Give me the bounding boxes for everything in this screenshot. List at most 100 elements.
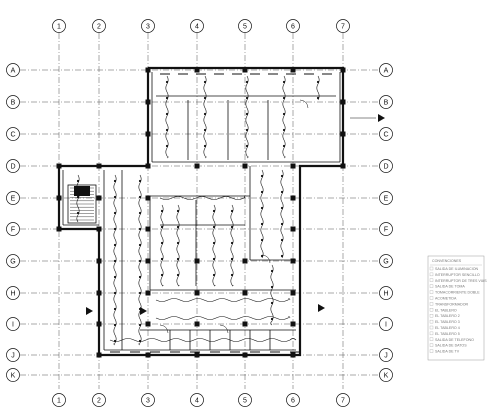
grid-bubble <box>6 159 20 173</box>
grid-label-col: 4 <box>195 24 199 31</box>
door-swing <box>261 254 271 264</box>
grid-label-row: A <box>384 68 389 75</box>
outlet-symbol <box>165 144 169 148</box>
outlet-symbol <box>203 128 207 132</box>
grid-label-row: H <box>383 291 388 298</box>
grid-label-row: G <box>10 259 15 266</box>
outlet-symbol <box>113 339 117 343</box>
structural-column <box>145 226 151 232</box>
outlet-symbol <box>245 80 249 84</box>
door-swing <box>219 324 229 334</box>
structural-column <box>242 290 248 296</box>
outlet-symbol <box>316 80 320 84</box>
grid-bubble <box>6 222 20 236</box>
circuit-run <box>138 174 142 346</box>
outlet-symbol <box>176 209 180 213</box>
grid-bubble <box>190 19 204 33</box>
outlet-symbol <box>203 112 207 116</box>
structural-column <box>290 195 296 201</box>
legend-entry: EL TABLERO 5 <box>435 332 460 336</box>
outlet-symbol <box>203 80 207 84</box>
structural-column <box>290 258 296 264</box>
outlet-symbol <box>280 254 284 258</box>
legend-symbol <box>429 349 434 353</box>
stair <box>67 184 97 224</box>
outlet-symbol <box>165 128 169 132</box>
outlet-symbol <box>282 96 286 100</box>
circuit-run <box>245 75 249 159</box>
grid-label-row: E <box>384 196 389 203</box>
grid-label-col: 2 <box>97 24 101 31</box>
outlet-symbol <box>113 259 117 263</box>
outlet-symbol <box>203 144 207 148</box>
outlet-symbol <box>260 174 264 178</box>
legend-symbol <box>429 314 434 318</box>
outlet-symbol <box>76 211 80 215</box>
outlet-symbol <box>138 211 142 215</box>
outlet-symbol <box>138 195 142 199</box>
grid-label-row: F <box>384 227 388 234</box>
circuit-run <box>316 75 320 101</box>
grid-bubble <box>379 159 393 173</box>
grid-bubble <box>6 317 20 331</box>
plan-symbols <box>76 73 385 353</box>
legend-symbol <box>429 266 434 271</box>
outlet-symbol <box>212 257 216 261</box>
grid-bubble <box>238 19 252 33</box>
outlet-symbol <box>245 112 249 116</box>
legend-entry: SALIDA DE DATOS <box>435 344 467 348</box>
outlet-symbol <box>230 241 234 245</box>
structural-column <box>242 352 248 358</box>
grid-label-row: K <box>11 373 16 380</box>
structural-column <box>96 321 102 327</box>
circuit-run <box>280 169 284 259</box>
door-swing <box>299 99 309 109</box>
grid-label-col: 3 <box>146 24 150 31</box>
grid-label-col: 4 <box>195 398 199 405</box>
legend-entry: EL TABLERO 3 <box>435 320 460 324</box>
grid-label-row: D <box>10 164 15 171</box>
circuit-run <box>160 204 164 287</box>
structural-column <box>290 290 296 296</box>
outlet-symbol <box>245 144 249 148</box>
legend-entry: TRANSFORMADOR <box>435 302 469 306</box>
circuit-run <box>203 75 207 159</box>
structural-column <box>96 352 102 358</box>
outlet-symbol <box>212 225 216 229</box>
structural-column <box>145 67 151 73</box>
outlet-symbol <box>176 225 180 229</box>
outlet-symbol <box>138 275 142 279</box>
structural-column <box>290 352 296 358</box>
structural-column <box>145 99 151 105</box>
outlet-symbol <box>138 179 142 183</box>
outlet-symbol <box>138 339 142 343</box>
circuit-run-horizontal <box>155 298 291 302</box>
structural-column <box>194 290 200 296</box>
grid-bubble <box>92 393 106 407</box>
structural-column <box>145 321 151 327</box>
outlet-symbol <box>138 227 142 231</box>
outlet-symbol <box>230 225 234 229</box>
outlet-symbol <box>160 241 164 245</box>
grid-bubble <box>92 19 106 33</box>
outlet-symbol <box>160 225 164 229</box>
circuit-run <box>282 75 286 159</box>
outlet-symbol <box>280 190 284 194</box>
outlet-symbol <box>316 96 320 100</box>
grid-bubble <box>6 368 20 382</box>
structural-column <box>290 67 296 73</box>
grid-bubble <box>379 317 393 331</box>
outlet-symbol <box>138 243 142 247</box>
structural-column <box>194 67 200 73</box>
grid-label-row: B <box>11 100 16 107</box>
outlet-symbol <box>230 273 234 277</box>
grid-bubble <box>6 254 20 268</box>
legend-title: CONVENCIONES <box>432 259 462 263</box>
structural-column <box>194 321 200 327</box>
grid-bubble <box>6 191 20 205</box>
grid-bubble <box>379 127 393 141</box>
grid-label-row: K <box>384 373 389 380</box>
grid-bubble <box>286 19 300 33</box>
grid-bubble <box>6 286 20 300</box>
